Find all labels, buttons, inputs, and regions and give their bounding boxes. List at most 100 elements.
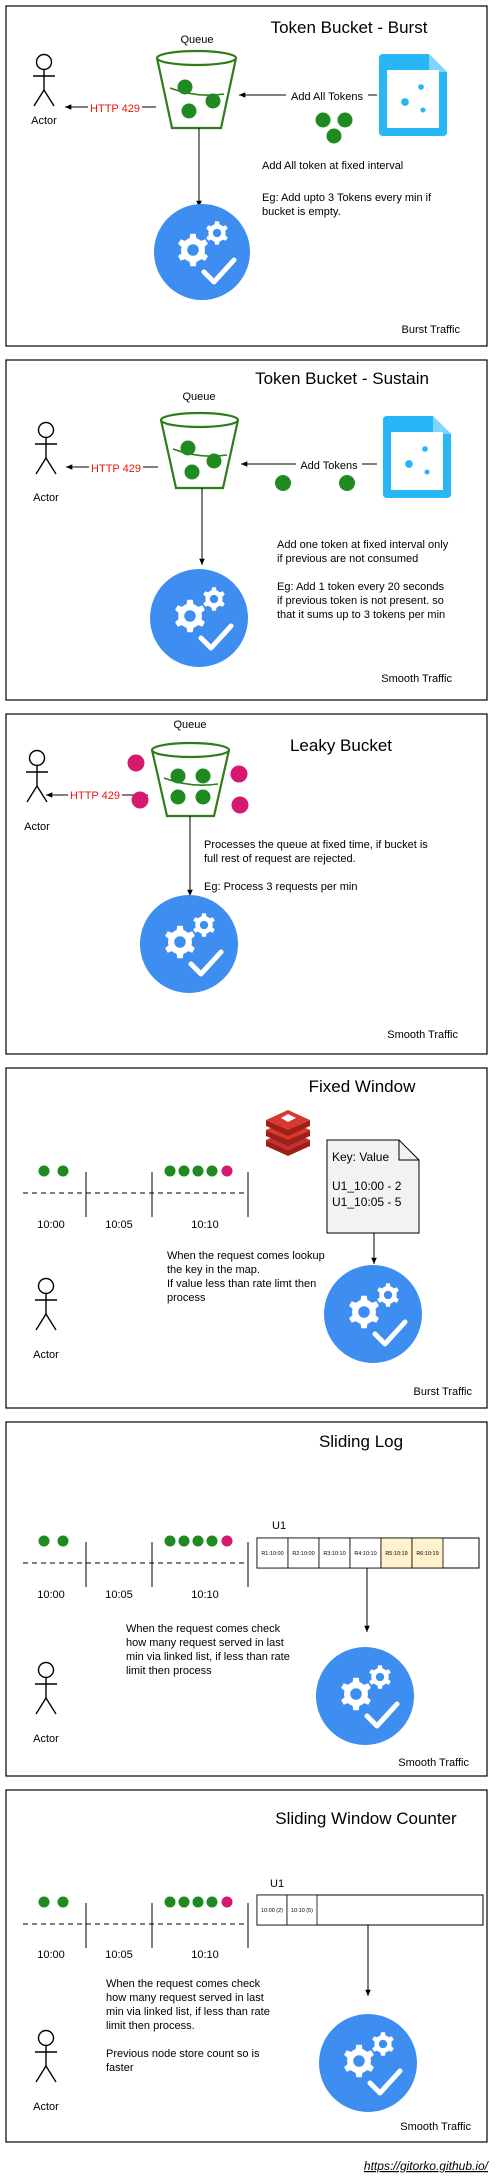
key-value-note: Key: Value U1_10:00 - 2 U1_10:05 - 5 — [326, 1139, 420, 1234]
service-icon — [324, 1265, 422, 1363]
panel-title: Token Bucket - Sustain — [255, 369, 429, 388]
description-line: If value less than rate limt then — [167, 1278, 316, 1290]
source-link[interactable]: https://gitorko.github.io/ — [364, 2159, 490, 2173]
description-line: When the request comes check — [126, 1623, 281, 1635]
description-line: Eg: Add 1 token every 20 seconds — [277, 581, 444, 593]
panel-title: Token Bucket - Burst — [271, 18, 428, 37]
note-line: U1_10:00 - 2 — [332, 1179, 402, 1193]
actor-figure — [35, 421, 57, 475]
panel-title: Sliding Log — [319, 1432, 403, 1451]
timeline — [23, 1903, 249, 1948]
panel-leaky-bucket: Leaky Bucket Queue Actor HTTP 429 Proces… — [5, 713, 488, 1055]
service-icon — [154, 204, 250, 300]
description-line: the key in the map. — [167, 1264, 260, 1276]
description-line: min via linked list, if less than rate — [126, 1651, 290, 1663]
http-429-label: HTTP 429 — [70, 790, 120, 802]
description-line: limit then process — [126, 1665, 212, 1677]
panel-border — [5, 1067, 488, 1409]
description-line: Eg: Add upto 3 Tokens every min if — [262, 192, 432, 204]
description-line: min via linked list, if less than rate — [106, 2006, 270, 2018]
description-line: how many request served in last — [106, 1992, 264, 2004]
description: When the request comes lookup the key in… — [167, 1250, 325, 1304]
http-429-label: HTTP 429 — [91, 463, 141, 475]
log-entry: R4:10:10 — [354, 1551, 376, 1557]
description-line: full rest of request are rejected. — [204, 853, 356, 865]
log-entry: R2:10:00 — [292, 1551, 314, 1557]
token — [339, 475, 355, 491]
panel-sliding-log: Sliding Log 10:00 10:05 10:10 U1 R1:10:0… — [5, 1421, 488, 1777]
time-label: 10:10 — [191, 1219, 219, 1231]
panel-title: Fixed Window — [309, 1077, 416, 1096]
counter-entry: 10:10 (5) — [291, 1908, 313, 1914]
time-label: 10:05 — [105, 1589, 133, 1601]
log-entry: R3:10:10 — [323, 1551, 345, 1557]
linked-list: 10:00 (2) 10:10 (5) — [256, 1894, 484, 1926]
time-label: 10:10 — [191, 1589, 219, 1601]
bucket — [155, 49, 238, 130]
description-line: Eg: Process 3 requests per min — [204, 881, 357, 893]
traffic-label: Smooth Traffic — [387, 1029, 458, 1041]
timeline — [23, 1542, 249, 1587]
time-label: 10:05 — [105, 1949, 133, 1961]
note-line: U1_10:05 - 5 — [332, 1195, 402, 1209]
description-line: Processes the queue at fixed time, if bu… — [204, 839, 428, 851]
panel-token-bucket-burst: Token Bucket - Burst Queue Actor HTTP 42… — [5, 5, 488, 347]
panel-title: Sliding Window Counter — [275, 1809, 457, 1828]
description-line: Add one token at fixed interval only — [277, 539, 449, 551]
actor-figure — [35, 1277, 57, 1331]
time-label: 10:00 — [37, 1589, 65, 1601]
token — [275, 475, 291, 491]
requests — [38, 1165, 233, 1177]
description-line: When the request comes lookup — [167, 1250, 325, 1262]
redis-icon — [266, 1110, 310, 1156]
panel-fixed-window: Fixed Window 10:00 10:05 10:10 Key: Valu… — [5, 1067, 488, 1409]
panel-title: Leaky Bucket — [290, 736, 392, 755]
http-429-label: HTTP 429 — [90, 103, 140, 115]
bucket — [159, 411, 240, 490]
token-producer-icon — [383, 416, 451, 498]
service-icon — [319, 2014, 417, 2112]
user-label: U1 — [272, 1520, 286, 1532]
tokens-pile — [315, 112, 353, 144]
description-line: Add All token at fixed interval — [262, 160, 403, 172]
description: Add one token at fixed interval only if … — [277, 539, 449, 621]
time-label: 10:00 — [37, 1219, 65, 1231]
requests — [38, 1896, 233, 1908]
add-tokens-label: Add Tokens — [300, 460, 358, 472]
time-label: 10:10 — [191, 1949, 219, 1961]
description: When the request comes check how many re… — [126, 1623, 290, 1677]
queue-label: Queue — [180, 34, 213, 46]
queue-label: Queue — [173, 719, 206, 731]
tokens-in-bucket — [180, 440, 222, 480]
service-icon — [150, 569, 248, 667]
description-line: Previous node store count so is — [106, 2048, 260, 2060]
panel-token-bucket-sustain: Token Bucket - Sustain Queue Actor HTTP … — [5, 359, 488, 701]
actor-label: Actor — [33, 2101, 59, 2113]
traffic-label: Smooth Traffic — [398, 1757, 469, 1769]
token-producer-icon — [379, 54, 447, 136]
panel-border — [5, 1789, 488, 2143]
service-icon — [140, 895, 238, 993]
description-line: process — [167, 1292, 206, 1304]
requests-in-bucket — [170, 768, 211, 805]
traffic-label: Burst Traffic — [402, 324, 461, 336]
tokens-in-bucket — [177, 79, 221, 119]
log-entry: R5:10:19 — [385, 1551, 407, 1557]
traffic-label: Burst Traffic — [414, 1386, 473, 1398]
actor-label: Actor — [31, 115, 57, 127]
time-label: 10:00 — [37, 1949, 65, 1961]
traffic-label: Smooth Traffic — [381, 673, 452, 685]
actor-figure — [33, 53, 55, 107]
description: Add All token at fixed interval Eg: Add … — [262, 160, 432, 218]
description-line: how many request served in last — [126, 1637, 284, 1649]
rejected-requests — [127, 754, 249, 814]
add-tokens-label: Add All Tokens — [291, 91, 363, 103]
note-line: Key: Value — [332, 1150, 389, 1164]
log-entry: R6:10:19 — [416, 1551, 438, 1557]
panel-border — [5, 1421, 488, 1777]
description: Processes the queue at fixed time, if bu… — [204, 839, 428, 893]
time-label: 10:05 — [105, 1219, 133, 1231]
description: When the request comes check how many re… — [106, 1978, 270, 2074]
log-entry: R1:10:00 — [261, 1551, 283, 1557]
